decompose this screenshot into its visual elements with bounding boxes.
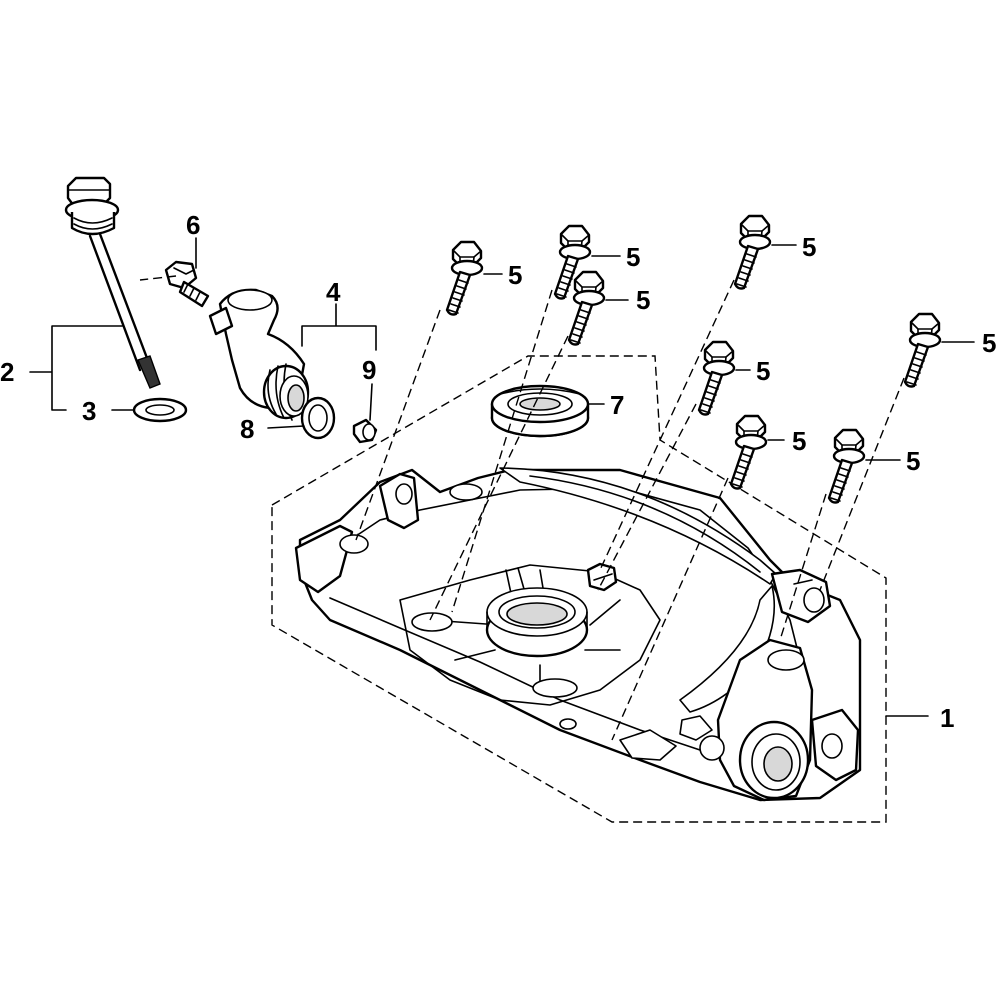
oil-dipstick-part [64, 176, 188, 423]
callout-5-f: 5 [982, 328, 996, 358]
callout-2: 2 [0, 357, 14, 387]
crankcase-cover-part [271, 355, 887, 823]
callout-5-b: 5 [626, 242, 640, 272]
callout-5-h: 5 [906, 446, 920, 476]
callout-7: 7 [610, 390, 624, 420]
callout-labels: 1 2 3 4 5 5 5 5 5 5 5 5 6 7 8 9 [0, 210, 996, 733]
callout-3: 3 [82, 396, 96, 426]
callout-5-a: 5 [508, 260, 522, 290]
leader-lines [29, 237, 975, 717]
callout-9: 9 [362, 355, 376, 385]
callout-1: 1 [940, 703, 954, 733]
callout-5-c: 5 [636, 285, 650, 315]
callout-5-d: 5 [802, 232, 816, 262]
oil-seal-part [490, 384, 590, 438]
callout-6: 6 [186, 210, 200, 240]
oil-filler-neck-part [164, 260, 378, 444]
callout-8: 8 [240, 414, 254, 444]
alignment-lines [139, 275, 905, 741]
callout-5-e: 5 [756, 356, 770, 386]
callout-4: 4 [326, 277, 341, 307]
callout-5-g: 5 [792, 426, 806, 456]
